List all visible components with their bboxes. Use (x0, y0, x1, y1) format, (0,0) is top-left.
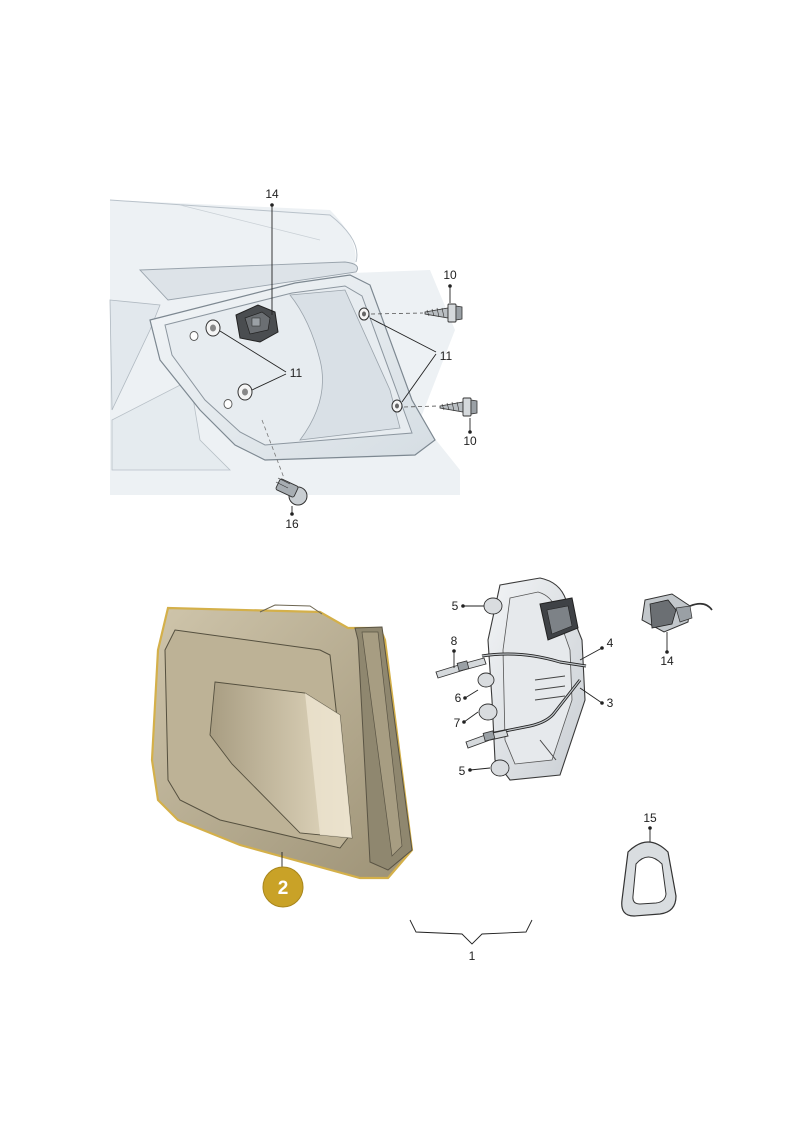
callout-number: 6 (455, 691, 462, 705)
clip-nut (358, 307, 370, 321)
callout-number: 16 (285, 517, 299, 531)
callout-number: 3 (607, 696, 614, 710)
callout-5-bottom: 5 (459, 764, 491, 778)
callout-number: 1 (469, 949, 476, 963)
mounting-hole (189, 331, 199, 341)
clip-nut (391, 399, 403, 413)
callout-number: 8 (451, 634, 458, 648)
mounting-hole (223, 399, 233, 409)
callout-number: 10 (443, 268, 457, 282)
wiring-connector-plug (641, 593, 713, 633)
gasket-seal (621, 841, 677, 917)
screw (439, 397, 478, 417)
callout-1-bracket: 1 (409, 919, 533, 963)
callout-16: 16 (285, 506, 299, 531)
wiring-connector (235, 304, 279, 343)
callout-7: 7 (454, 711, 479, 730)
bulb (477, 672, 495, 688)
wire (489, 679, 582, 736)
callout-8: 8 (451, 634, 458, 668)
callout-5-top: 5 (452, 599, 484, 613)
callout-10-bottom: 10 (463, 418, 477, 448)
bulb (490, 759, 510, 777)
bulb-holder (477, 577, 586, 781)
screw (424, 303, 463, 323)
callout-14-right: 14 (660, 632, 674, 668)
tail-lamp-housing (150, 604, 414, 880)
callout-15: 15 (643, 811, 657, 842)
ball-stud-bolt (261, 419, 308, 506)
callout-number: 5 (459, 764, 466, 778)
contact-pin (435, 657, 487, 679)
callout-number: 7 (454, 716, 461, 730)
bulb (478, 703, 498, 721)
callout-6: 6 (455, 689, 479, 705)
clip-nut (237, 383, 253, 401)
callout-number: 4 (607, 636, 614, 650)
wire (481, 652, 587, 668)
callout-number: 14 (660, 654, 674, 668)
contact-pin (465, 729, 509, 749)
callout-number: 15 (643, 811, 657, 825)
callout-number: 11 (290, 366, 303, 380)
callout-11-right: 11 (369, 317, 453, 403)
bulb (483, 597, 503, 615)
callout-number: 5 (452, 599, 459, 613)
callout-4: 4 (579, 636, 614, 661)
callout-number: 10 (463, 434, 477, 448)
callout-10-top: 10 (443, 268, 457, 303)
rear-body-section (109, 199, 460, 495)
callout-number: 11 (440, 349, 453, 363)
clip-nut (205, 319, 221, 337)
badge-number: 2 (278, 878, 289, 899)
callout-14-top: 14 (265, 187, 279, 315)
callout-11-left: 11 (219, 330, 303, 391)
highlighted-part-badge: 2 (262, 852, 304, 908)
callout-3: 3 (579, 687, 614, 710)
callout-number: 14 (265, 187, 279, 201)
